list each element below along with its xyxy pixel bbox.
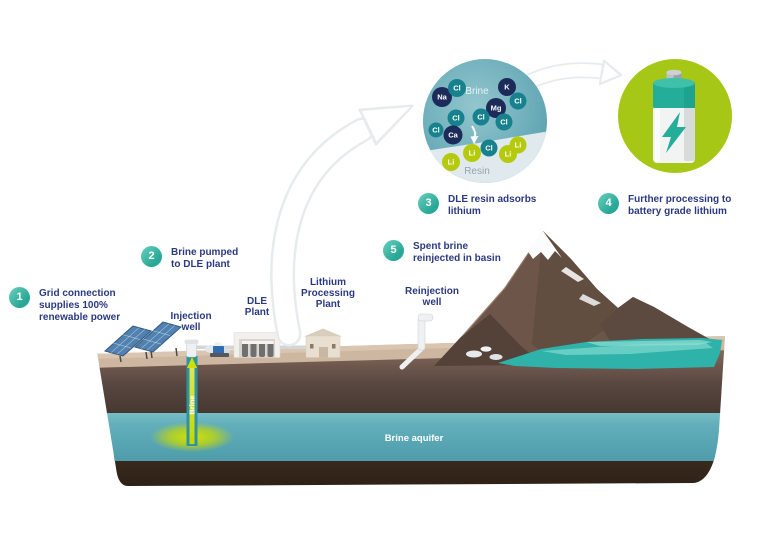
svg-text:Na: Na — [437, 93, 447, 102]
svg-text:Li: Li — [505, 150, 512, 159]
adsorption-arrow-icon — [470, 125, 479, 144]
processing-plant-label: Lithium Processing Plant — [301, 277, 355, 311]
ion-bubble: K — [498, 78, 516, 96]
svg-text:Ca: Ca — [448, 131, 458, 140]
step-2-badge: 2 — [141, 246, 162, 267]
pump-station — [210, 346, 229, 357]
snow-streak — [561, 267, 584, 282]
ion-bubble: Cl — [495, 113, 513, 131]
pipe-flow-label: Brine — [188, 395, 197, 414]
ion-bubble: Na — [432, 87, 452, 107]
step-2: 2 Brine pumped to DLE plant — [141, 246, 261, 271]
mountain-right-face — [532, 231, 618, 358]
dle-plant-building — [233, 332, 281, 358]
ion-bubble: Li — [509, 136, 527, 154]
step-4-badge: 4 — [598, 193, 619, 214]
svg-text:Li: Li — [448, 158, 455, 167]
svg-text:Cl: Cl — [453, 84, 461, 93]
ion-bubble: Cl — [480, 139, 498, 157]
arrow-to-battery — [521, 59, 623, 90]
injection-wellhead — [184, 339, 199, 358]
ion-bubble: Li — [442, 153, 460, 171]
processing-plant-building — [304, 328, 342, 358]
cross-section-block: Brine — [97, 336, 725, 486]
reinjection-well-pipe — [399, 313, 434, 370]
step-1-badge: 1 — [9, 287, 30, 308]
svg-text:Cl: Cl — [432, 126, 440, 135]
bubble-resin-label: Resin — [464, 166, 490, 177]
ion-bubble: Ca — [443, 125, 463, 145]
lightning-bolt-icon — [662, 112, 686, 153]
snow-streak — [579, 294, 601, 306]
step-4: 4 Further processing to battery grade li… — [598, 193, 758, 218]
solar-panel — [133, 321, 183, 353]
dle-plant-label: DLE Plant — [244, 296, 270, 319]
solar-panel-array — [103, 321, 183, 363]
step-3-text: DLE resin adsorbs lithium — [448, 194, 537, 217]
solar-panel — [103, 325, 153, 357]
step-3: 3 DLE resin adsorbs lithium — [418, 193, 558, 218]
ion-bubble: Mg — [486, 98, 506, 118]
step-4-text: Further processing to battery grade lith… — [628, 194, 732, 217]
svg-text:Cl: Cl — [452, 114, 460, 123]
snow-cap — [523, 231, 562, 260]
injection-pipe: Brine — [186, 356, 198, 446]
battery-icon — [618, 59, 732, 173]
step-2-text: Brine pumped to DLE plant — [171, 247, 239, 270]
injection-well-label: Injection well — [170, 311, 212, 334]
foothill — [434, 314, 543, 366]
svg-text:Cl: Cl — [477, 113, 485, 122]
brine-aquifer-label: Brine aquifer — [384, 433, 444, 444]
svg-text:K: K — [504, 83, 510, 92]
ion-bubble: Cl — [448, 79, 466, 97]
svg-text:Li: Li — [515, 141, 522, 150]
step-5-text: Spent brine reinjected in basin — [413, 241, 501, 264]
svg-text:Cl: Cl — [500, 118, 508, 127]
step-5-badge: 5 — [383, 240, 404, 261]
step-1: 1 Grid connection supplies 100% renewabl… — [9, 287, 139, 323]
svg-text:Mg: Mg — [491, 104, 502, 113]
reinjection-well-label: Reinjection well — [405, 286, 459, 309]
ion-bubble: Cl — [472, 108, 490, 126]
lake — [498, 338, 722, 369]
ion-bubble: Cl — [447, 109, 465, 127]
svg-text:Cl: Cl — [485, 144, 493, 153]
ion-bubble: Cl — [509, 92, 527, 110]
ion-bubble: Li — [463, 144, 481, 162]
bubble-brine-label: Brine — [465, 86, 489, 97]
svg-text:Li: Li — [469, 149, 476, 158]
step-5: 5 Spent brine reinjected in basin — [383, 240, 513, 265]
white-rocks — [466, 346, 503, 360]
arrow-to-circle — [270, 104, 414, 347]
dle-plant-tanks — [242, 341, 274, 357]
step-1-text: Grid connection supplies 100% renewable … — [39, 288, 121, 323]
step-3-badge: 3 — [418, 193, 439, 214]
ion-bubble: Cl — [428, 122, 444, 138]
svg-text:Cl: Cl — [514, 97, 522, 106]
